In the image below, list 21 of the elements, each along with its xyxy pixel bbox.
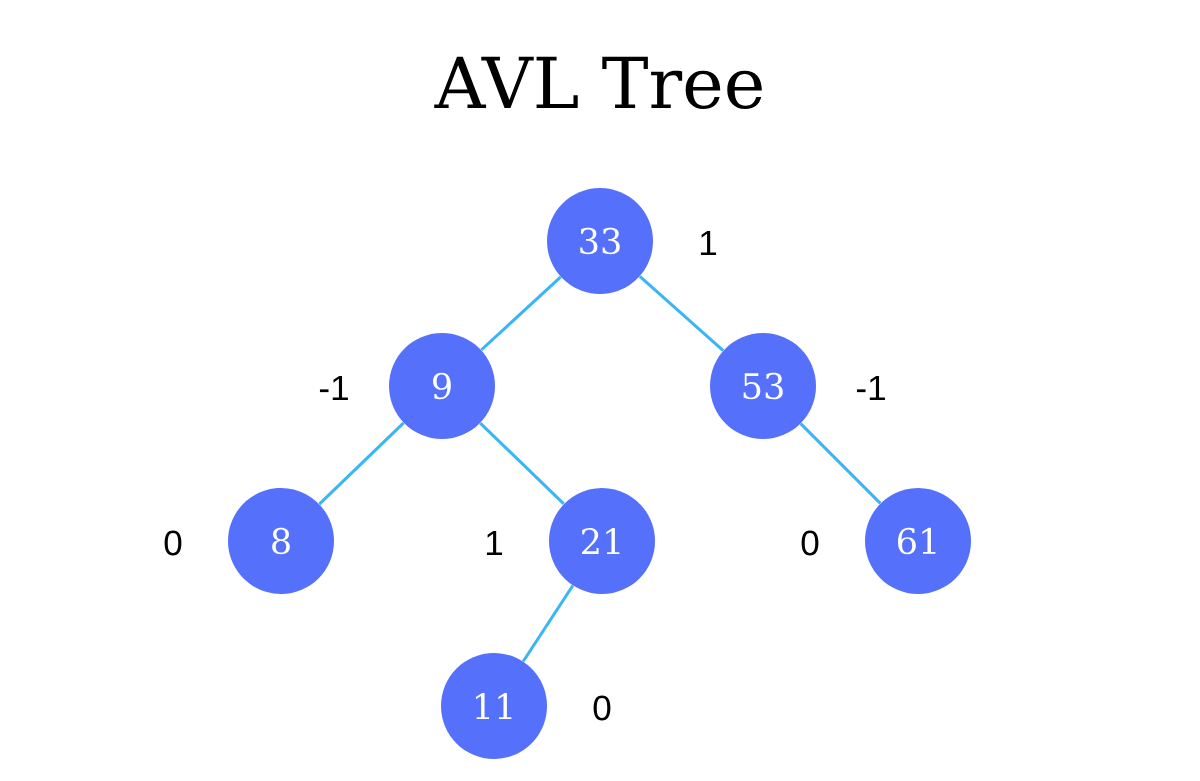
connector-line (799, 422, 882, 505)
tree-node: 9 (389, 333, 495, 439)
tree-node: 61 (865, 488, 971, 594)
title: AVL Tree (434, 56, 762, 110)
balance-factor: 1 (700, 230, 717, 256)
balance-factor: 0 (164, 530, 182, 556)
tree-node: 8 (228, 488, 334, 594)
balance-factor: -1 (319, 375, 348, 401)
tree-node: 33 (547, 188, 653, 294)
connector-line (638, 275, 725, 352)
connector-line (318, 421, 405, 506)
tree-node: 11 (441, 653, 547, 759)
connector-line (479, 421, 565, 506)
tree-node: 53 (710, 333, 816, 439)
connector-line (521, 584, 575, 663)
balance-factor: -1 (856, 375, 885, 401)
balance-factor: 1 (486, 530, 503, 556)
connector-line (480, 275, 562, 352)
balance-factor: 0 (593, 695, 611, 721)
balance-factor: 0 (801, 530, 819, 556)
tree-node: 21 (549, 488, 655, 594)
